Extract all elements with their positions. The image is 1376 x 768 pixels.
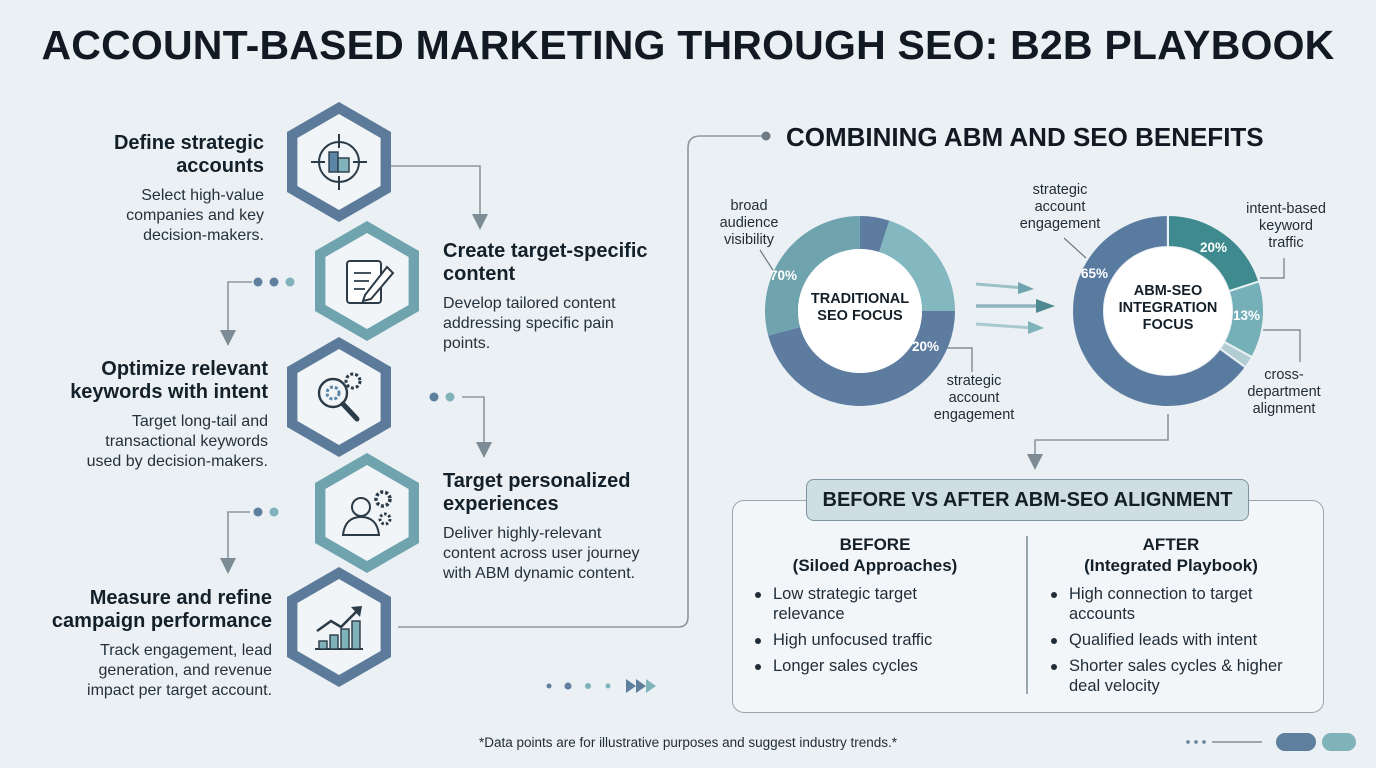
comparison-divider [1026,536,1028,694]
before-item: High unfocused traffic [753,630,1013,650]
connector-5-benefits [398,135,764,628]
traditional-donut-hole [798,249,922,373]
dots-step4 [253,507,279,517]
before-item: Longer sales cycles [753,656,1013,676]
traditional-segment-broad-lower [768,311,955,407]
pencil-document-icon [346,260,395,304]
dots-step3 [429,392,455,402]
after-heading: AFTER(Integrated Playbook) [1084,535,1258,575]
step-3-hexagon [287,337,391,457]
integration-donut [1071,213,1265,408]
after-item: Qualified leads with intent [1049,630,1319,650]
comparison-panel [732,500,1324,713]
traditional-pct-strategic: 20% [912,339,940,354]
before-heading: BEFORE(Siloed Approaches) [792,535,958,575]
traditional-pct-broad: 70% [770,268,798,283]
footnote: *Data points are for illustrative purpos… [479,735,897,750]
user-gear-icon [341,490,392,536]
traditional-segment-strategic [879,220,955,311]
leader-strategic-int [1063,237,1087,259]
page-title: ACCOUNT-BASED MARKETING THROUGH SEO: B2B… [41,22,1335,68]
connector-4-5 [220,511,250,574]
integration-pct-intent: 20% [1200,240,1228,255]
leader-strategic-trad [940,347,973,372]
benefits-title: COMBINING ABM AND SEO BENEFITS [786,122,1264,152]
magnifier-gear-icon [317,372,362,422]
leader-intent [1260,258,1285,279]
integration-pct-cross: 13% [1233,308,1261,323]
step-4-hexagon [315,453,419,573]
traditional-segment-broad [765,216,860,336]
connector-1-2 [390,165,488,230]
step-5-hexagon [287,567,391,687]
integration-donut-hole [1104,247,1232,375]
footer-decor [1186,733,1356,751]
leader-cross [1258,329,1301,362]
building-target-icon [311,134,367,190]
connector-2-3 [220,281,252,346]
integration-pct-strategic: 65% [1081,266,1109,281]
traditional-segment-remainder [859,216,890,253]
step-1-hexagon [287,102,391,222]
dots-step2 [253,277,295,287]
comparison-title: BEFORE VS AFTER ABM-SEO ALIGNMENT [806,479,1249,521]
dots-bottom [546,679,656,693]
connector-3-4 [462,396,492,458]
growth-chart-icon [315,606,363,650]
traditional-donut [765,216,955,407]
flow-arrows [975,282,1055,334]
connector-benefits-comparison [1027,414,1169,470]
step-2-hexagon [315,221,419,341]
